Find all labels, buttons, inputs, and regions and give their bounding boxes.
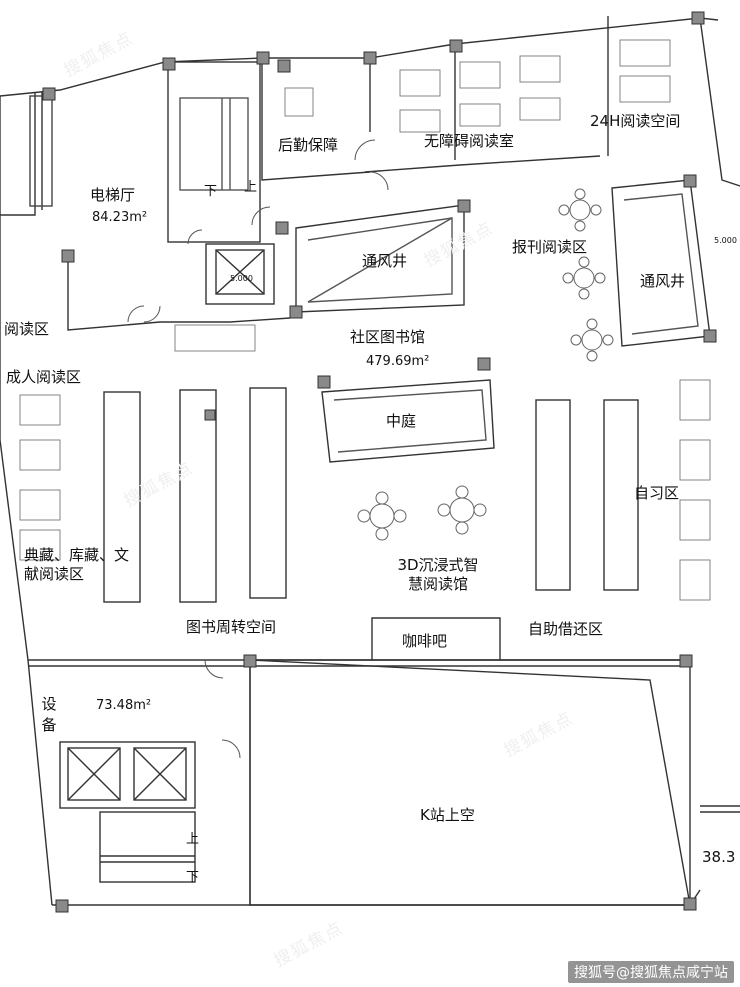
column <box>243 654 257 668</box>
shelf <box>535 399 571 591</box>
column <box>277 59 291 73</box>
room-area-lower-lobby: 73.48m² <box>96 698 152 713</box>
source-watermark: 搜狐号@搜狐焦点咸宁站 <box>568 961 734 983</box>
column <box>683 897 697 911</box>
column <box>61 249 75 263</box>
room-area-community-library: 479.69m² <box>366 354 430 369</box>
column <box>457 199 471 213</box>
outer-wall-west <box>0 96 53 906</box>
vent-shaft-1 <box>295 204 465 313</box>
room-label-24h-reading: 24H阅读空间 <box>590 112 681 130</box>
edge-area-partial: 38.3 <box>702 848 736 866</box>
stair-up-mark: 上 <box>244 180 258 195</box>
elevator-shaft-top <box>205 243 275 305</box>
room-label-immersive-3d: 3D沉浸式智慧阅读馆 <box>397 556 479 593</box>
shelf <box>103 391 141 603</box>
k-station-void <box>249 659 691 906</box>
courtyard <box>321 379 495 463</box>
room-label-elevator-hall: 电梯厅 <box>90 186 136 204</box>
stair-down-mark: 下 <box>186 870 200 885</box>
column <box>42 87 56 101</box>
room-label-self-service: 自助借还区 <box>528 620 604 638</box>
elevator-shafts-lower <box>59 741 196 809</box>
column <box>683 174 697 188</box>
room-label-vent-shaft-2: 通风井 <box>640 272 686 290</box>
column <box>55 899 69 913</box>
room-label-k-station-void: K站上空 <box>420 806 475 824</box>
column <box>449 39 463 53</box>
room-area-elevator-hall: 84.23m² <box>92 210 148 225</box>
stair-down-mark: 下 <box>204 184 218 199</box>
column <box>691 11 705 25</box>
room-label-logistics: 后勤保障 <box>278 136 339 154</box>
column <box>477 357 491 371</box>
round-table <box>369 503 395 529</box>
column <box>162 57 176 71</box>
column <box>256 51 270 65</box>
room-label-classics-reading: 典藏、库藏、文献阅读区 <box>24 546 130 583</box>
column <box>275 221 289 235</box>
column <box>679 654 693 668</box>
elevation-tag: 5.000 <box>714 236 737 245</box>
outer-wall-north <box>0 17 719 97</box>
round-table <box>573 267 595 289</box>
room-label-vent-shaft-1: 通风井 <box>362 252 408 270</box>
outer-wall-east <box>699 17 740 187</box>
column <box>204 409 216 421</box>
outer-wall-south <box>52 889 701 906</box>
column <box>363 51 377 65</box>
stair-core-bottom <box>99 811 196 883</box>
room-label-cafe: 咖啡吧 <box>402 632 448 650</box>
room-label-community-library: 社区图书馆 <box>350 328 426 346</box>
shelf <box>179 389 217 603</box>
stair-up-mark: 上 <box>186 832 200 847</box>
room-label-study-area: 自习区 <box>634 484 680 502</box>
round-table <box>581 329 603 351</box>
column <box>703 329 717 343</box>
room-label-accessible-reading: 无障碍阅读室 <box>424 132 515 150</box>
vent-shaft-2 <box>611 179 711 347</box>
round-table <box>449 497 475 523</box>
column <box>317 375 331 389</box>
cafe-counter <box>371 617 501 660</box>
elevation-tag: 5.000 <box>230 274 253 283</box>
wall-elevator-hall <box>0 92 36 216</box>
room-label-reading-area: 阅读区 <box>4 320 50 338</box>
column <box>289 305 303 319</box>
stair-core-top <box>167 61 261 243</box>
shelf <box>249 387 287 599</box>
shelf <box>603 399 639 591</box>
room-label-adult-reading: 成人阅读区 <box>6 368 82 386</box>
room-label-book-circulation: 图书周转空间 <box>186 618 277 636</box>
room-label-courtyard: 中庭 <box>386 412 417 430</box>
room-label-equipment: 设备 <box>41 695 57 734</box>
room-label-periodical-reading: 报刊阅读区 <box>512 238 588 256</box>
round-table <box>569 199 591 221</box>
